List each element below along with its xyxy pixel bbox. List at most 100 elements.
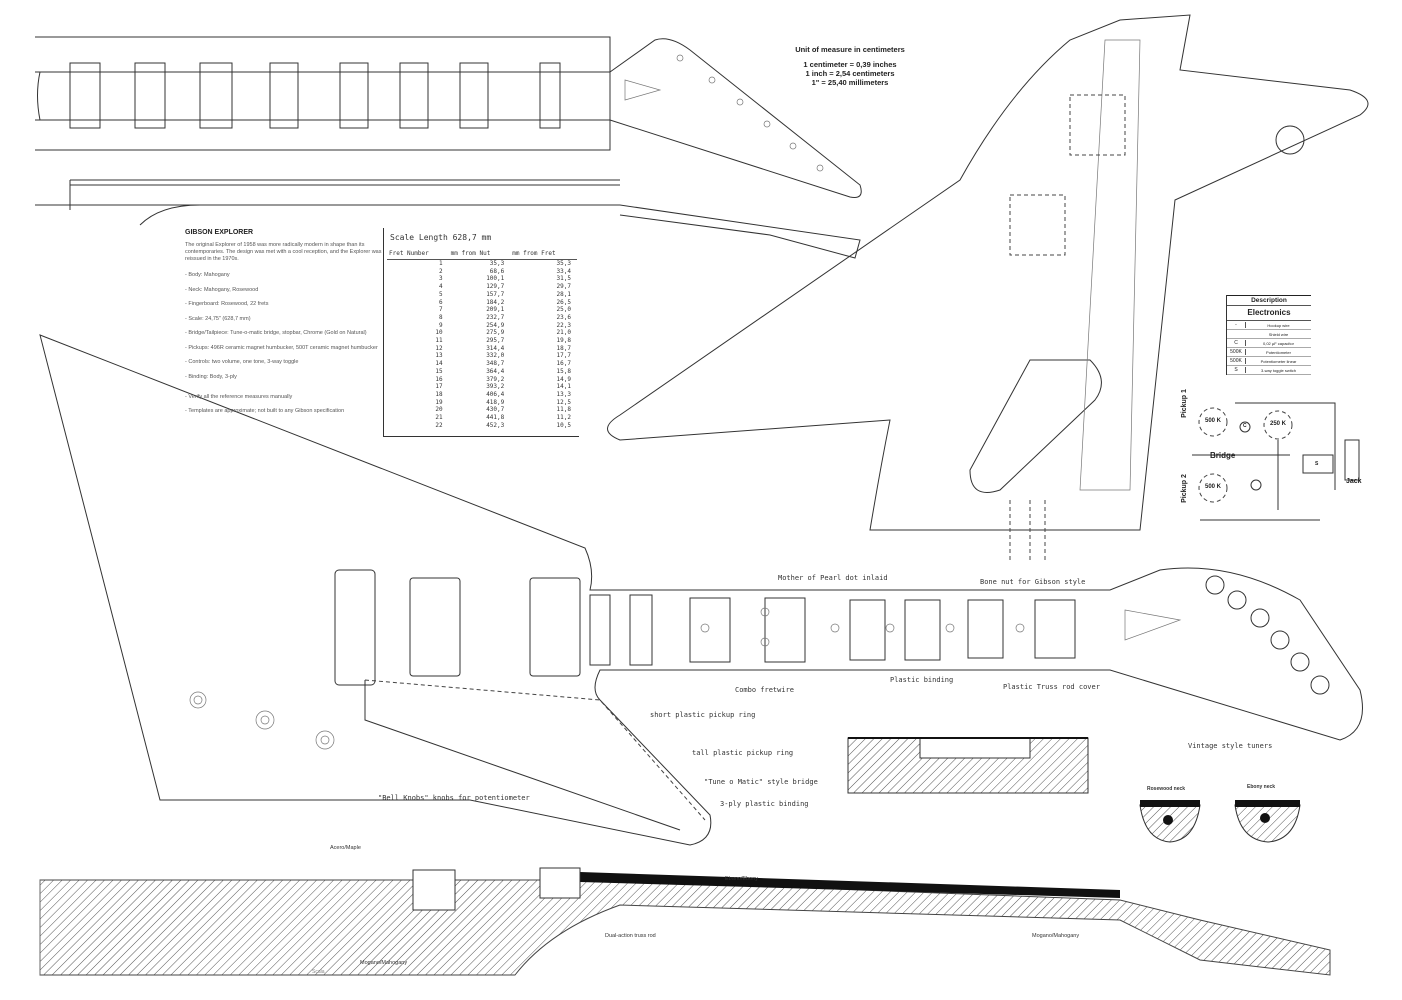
annotation-knobs: "Bell Knobs" knobs for potentiometer [378, 794, 530, 802]
legend-symbol: C [1227, 340, 1246, 346]
mm-from-nut: 295,7 [486, 337, 505, 345]
fret-number: 17 [435, 383, 443, 391]
fret-number: 16 [435, 375, 443, 383]
mm-from-nut: 68,6 [489, 267, 505, 275]
spec-item: - Body: Mahogany [185, 272, 230, 278]
label-scale: Scala [312, 969, 325, 975]
mm-from-nut: 452,3 [486, 421, 505, 429]
pot-label: 250 K [1270, 421, 1287, 427]
legend-description: 3-way toggle switch [1261, 367, 1296, 373]
capacitor-label: C [1243, 423, 1247, 429]
spec-item: - Fingerboard: Rosewood, 22 frets [185, 301, 269, 307]
col-header: Fret Number [387, 248, 449, 260]
fret-number: 2 [439, 267, 443, 275]
units-line: 1" = 25,40 millimeters [811, 78, 889, 87]
mm-from-fret: 19,8 [556, 337, 571, 345]
jack-label: Jack [1346, 478, 1362, 485]
fret-number: 4 [439, 283, 443, 291]
mm-from-fret: 22,3 [556, 321, 571, 329]
fretboard-profiles [1139, 800, 1301, 843]
pot-label: 500 K [1205, 484, 1222, 490]
guitar-side-view [39, 867, 1331, 976]
switch-label: S [1315, 461, 1319, 467]
mm-from-nut: 100,1 [486, 275, 505, 283]
fret-number: 6 [439, 298, 443, 306]
annotation-plastic-binding: Plastic binding [890, 676, 954, 684]
label-mahogany-body: Mogano/Mahogany [360, 960, 408, 966]
units-line: 1 centimeter = 0,39 inches [803, 60, 897, 69]
description-panel: GIBSON EXPLORER The original Explorer of… [185, 229, 385, 423]
mm-from-nut: 430,7 [486, 406, 505, 414]
spec-item: - Controls: two volume, one tone, 3-way … [185, 359, 299, 365]
legend-row: -Hookup wire [1227, 321, 1311, 330]
units-line: 1 inch = 2,54 centimeters [805, 69, 895, 78]
mm-from-fret: 11,2 [556, 414, 571, 422]
fret-number: 9 [439, 321, 443, 329]
annotation-bridge: "Tune o Matic" style bridge [704, 778, 818, 786]
mm-from-nut: 232,7 [486, 313, 505, 321]
scale-length: Scale Length 628,7 mm [390, 233, 492, 242]
annotation-combo-frets: Combo fretwire [735, 686, 795, 694]
fret-number: 18 [435, 390, 443, 398]
pot-label: 500 K [1205, 418, 1222, 424]
mm-from-fret: 14,1 [556, 383, 571, 391]
mm-from-fret: 31,5 [556, 275, 571, 283]
spec-item: - Templates are approximate; not built t… [185, 408, 345, 414]
fret-row: 6 184,2 26,5 [387, 299, 577, 307]
legend-symbol: 500K [1227, 349, 1246, 355]
legend-description: Shield wire [1268, 331, 1289, 337]
fret-row: 20 430,7 11,8 [387, 406, 577, 414]
label-mahogany-neck: Mogano/Mahogany [1032, 933, 1080, 939]
spec-item: - Scale: 24,75" (628,7 mm) [185, 315, 251, 322]
mm-from-nut: 406,4 [486, 390, 505, 398]
wiring-diagram [1192, 402, 1360, 521]
annotation-binding: 3-ply plastic binding [720, 800, 809, 808]
annotation-short-ring: short plastic pickup ring [650, 711, 756, 719]
mm-from-nut: 157,7 [486, 290, 505, 298]
mm-from-nut: 348,7 [486, 360, 505, 368]
fret-number: 10 [435, 329, 443, 337]
legend-row: Shield wire [1227, 330, 1311, 339]
fret-number: 8 [439, 313, 443, 321]
fret-number: 14 [435, 360, 443, 368]
legend-description: Potentiometer linear [1260, 358, 1297, 364]
mm-from-fret: 26,5 [556, 298, 571, 306]
fret-number: 21 [435, 414, 443, 422]
mm-from-nut: 418,9 [486, 398, 505, 406]
mm-from-fret: 18,7 [556, 344, 571, 352]
legend-symbol: - [1227, 322, 1246, 328]
fret-row: 21 441,8 11,2 [387, 414, 577, 422]
mm-from-nut: 441,8 [486, 414, 505, 422]
profile-label: Rosewood neck [1147, 786, 1186, 792]
fret-number: 5 [439, 290, 443, 298]
label-maple: Acero/Maple [330, 845, 361, 851]
fret-table: Scale Length 628,7 mm Fret Number mm fro… [383, 228, 579, 437]
fret-number: 22 [435, 421, 443, 429]
fret-number: 12 [435, 344, 443, 352]
mm-from-fret: 11,8 [556, 406, 571, 414]
mm-from-nut: 184,2 [486, 298, 505, 306]
label-truss: Dual-action truss rod [605, 933, 656, 939]
mm-from-nut: 129,7 [486, 283, 505, 291]
pickup2-label: Pickup 2 [1180, 474, 1188, 503]
mm-from-fret: 35,3 [556, 260, 571, 267]
body-back-view [607, 14, 1369, 560]
fret-number: 20 [435, 406, 443, 414]
fret-number: 13 [435, 352, 443, 360]
spec-item: - Binding: Body, 3-ply [185, 373, 237, 380]
mm-from-fret: 10,5 [556, 421, 571, 429]
